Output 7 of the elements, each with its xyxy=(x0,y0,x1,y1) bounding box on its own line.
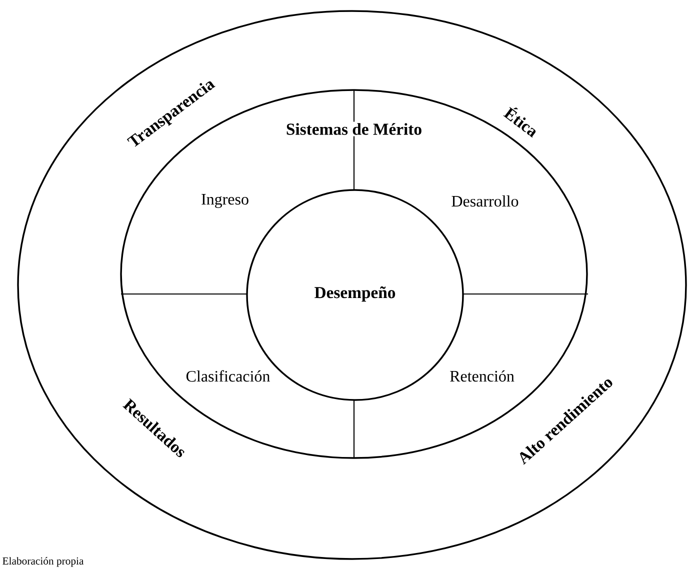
ring-label: Desarrollo xyxy=(452,195,518,207)
ring-label: Sistemas de Mérito xyxy=(284,122,424,136)
ring-label: Ingreso xyxy=(202,194,248,208)
ring-label: Clasificación xyxy=(186,370,270,382)
ring-label: Desempeño xyxy=(314,286,396,302)
ring-label: Retención xyxy=(450,370,514,382)
source-note: Elaboración propia xyxy=(2,557,84,567)
